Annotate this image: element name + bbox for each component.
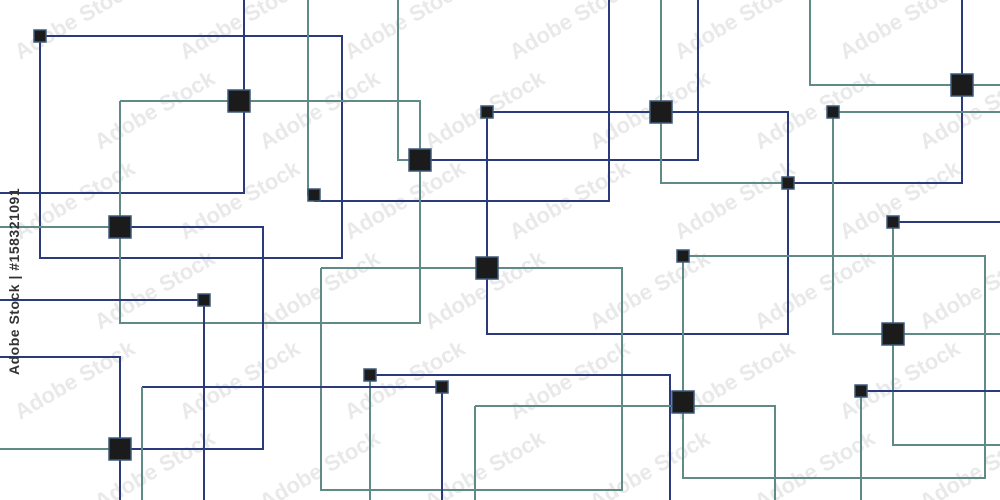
junction-node <box>676 249 690 263</box>
watermark-tile: Adobe Stock <box>420 425 550 500</box>
connection-line <box>475 405 776 500</box>
junction-node <box>886 215 900 229</box>
watermark-tile: Adobe Stock <box>750 65 880 154</box>
junction-node <box>649 100 673 124</box>
watermark-tile: Adobe Stock <box>585 425 715 500</box>
junction-node <box>108 215 132 239</box>
junction-node <box>475 256 499 280</box>
watermark-tile: Adobe Stock <box>585 245 715 334</box>
junction-node <box>227 89 251 113</box>
connection-line <box>307 0 314 196</box>
watermark-tile: Adobe Stock <box>835 335 965 424</box>
connection-line <box>832 112 1000 335</box>
junction-node <box>108 437 132 461</box>
watermark-tile: Adobe Stock <box>835 155 965 244</box>
junction-node <box>950 73 974 97</box>
watermark-tile: Adobe Stock <box>505 155 635 244</box>
connection-line <box>420 0 699 161</box>
connection-line <box>314 0 610 202</box>
watermark-tile: Adobe Stock <box>670 0 800 64</box>
watermark-tile: Adobe Stock <box>255 65 385 154</box>
watermark-tile: Adobe Stock <box>505 0 635 64</box>
junction-node <box>363 368 377 382</box>
connection-line <box>660 0 788 184</box>
connection-line <box>809 0 1000 86</box>
watermark-tile: Adobe Stock <box>835 0 965 64</box>
watermark-tile: Adobe Stock <box>340 0 470 64</box>
junction-node <box>435 380 449 394</box>
connection-line <box>120 226 264 450</box>
connection-line <box>320 267 623 491</box>
watermark-tile: Adobe Stock <box>670 155 800 244</box>
watermark-tile: Adobe Stock <box>505 335 635 424</box>
junction-node <box>197 293 211 307</box>
watermark-tile: Adobe Stock <box>175 155 305 244</box>
connection-line <box>788 85 963 184</box>
watermark-tile: Adobe Stock <box>90 425 220 500</box>
connection-nodes <box>33 29 974 461</box>
watermark-tile: Adobe Stock <box>175 0 305 64</box>
junction-node <box>307 188 321 202</box>
connection-line <box>0 0 245 194</box>
watermark-tile: Adobe Stock <box>750 245 880 334</box>
stock-watermark-label: Adobe Stock | #158321091 <box>6 187 22 375</box>
connection-line <box>892 222 1000 446</box>
junction-node <box>826 105 840 119</box>
junction-node <box>781 176 795 190</box>
junction-node <box>480 105 494 119</box>
junction-node <box>671 390 695 414</box>
connection-line <box>39 35 343 259</box>
watermark-tile: Adobe Stock <box>340 155 470 244</box>
watermark-tile: Adobe Stock <box>255 425 385 500</box>
watermark-tile: Adobe Stock <box>90 65 220 154</box>
junction-node <box>33 29 47 43</box>
watermark-tile: Adobe Stock <box>10 0 140 64</box>
connection-line <box>119 100 421 324</box>
watermark-tile: Adobe Stock <box>175 335 305 424</box>
watermark-tile: Adobe Stock <box>915 425 1000 500</box>
connection-line <box>370 374 671 500</box>
junction-node <box>408 148 432 172</box>
watermark-tile: Adobe Stock <box>340 335 470 424</box>
junction-node <box>854 384 868 398</box>
watermark-tile: Adobe Stock <box>915 245 1000 334</box>
junction-node <box>881 322 905 346</box>
